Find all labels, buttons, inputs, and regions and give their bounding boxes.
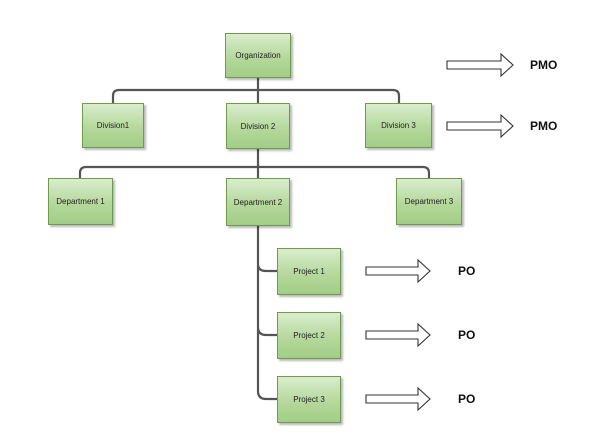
org-to-divisions-connector	[111, 78, 401, 103]
project-3-node[interactable]: Project 3	[277, 376, 341, 423]
department-1-node[interactable]: Department 1	[48, 178, 113, 225]
department-2-node[interactable]: Department 2	[226, 178, 290, 226]
organization-arrow-icon	[446, 52, 514, 78]
project-1-node[interactable]: Project 1	[277, 248, 341, 295]
project-2-label: Project 2	[293, 331, 325, 340]
project-3-po-tag: PO	[458, 392, 476, 406]
department-3-node[interactable]: Department 3	[396, 178, 462, 225]
division-1-node[interactable]: Division1	[82, 103, 144, 148]
organization-label: Organization	[235, 51, 281, 60]
department-to-projects-connector	[256, 226, 277, 401]
division-3-label: Division 3	[381, 121, 416, 130]
department-3-label: Department 3	[404, 197, 454, 206]
project-2-arrow-icon	[365, 322, 431, 348]
project-1-po-tag: PO	[458, 264, 476, 278]
division-arrow-icon	[446, 113, 514, 139]
division-pmo-tag: PMO	[530, 119, 558, 133]
division-3-node[interactable]: Division 3	[365, 103, 432, 148]
department-1-label: Department 1	[56, 197, 105, 206]
project-3-label: Project 3	[293, 395, 325, 404]
project-2-node[interactable]: Project 2	[277, 312, 341, 359]
department-2-label: Department 2	[233, 197, 283, 207]
organization-pmo-tag: PMO	[530, 58, 558, 72]
project-3-arrow-icon	[365, 386, 431, 412]
project-1-arrow-icon	[365, 258, 431, 284]
project-2-po-tag: PO	[458, 328, 476, 342]
project-1-label: Project 1	[293, 267, 325, 276]
division-to-departments-connector	[78, 149, 431, 178]
division-1-label: Division1	[96, 121, 130, 130]
division-2-node[interactable]: Division 2	[226, 103, 290, 149]
organization-node[interactable]: Organization	[225, 33, 291, 78]
division-2-label: Division 2	[240, 121, 276, 131]
